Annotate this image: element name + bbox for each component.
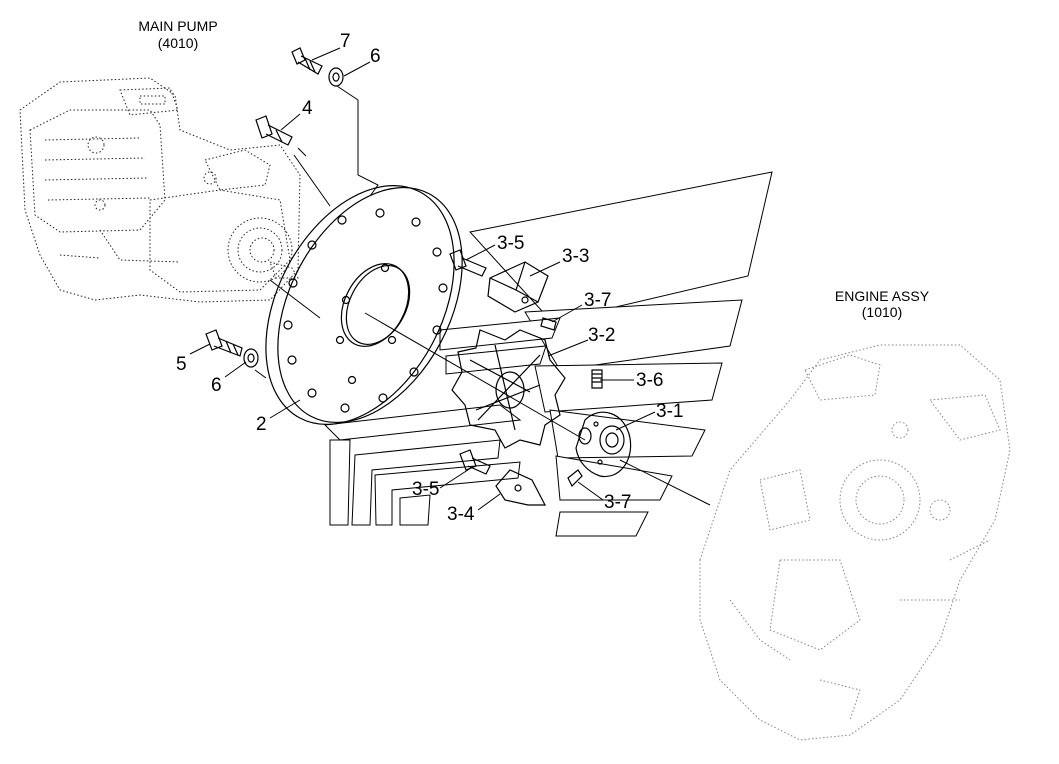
- callout-3-4: 3-4: [447, 504, 475, 525]
- flange-bolt-holes: [283, 208, 448, 413]
- callout-5: 5: [176, 354, 187, 375]
- callout-3-1: 3-1: [656, 401, 683, 422]
- callout-3-2: 3-2: [588, 325, 615, 346]
- engine-assy-name: ENGINE ASSY: [835, 288, 930, 304]
- set-screw-3-6: [591, 369, 603, 389]
- assembly-lines: [254, 85, 711, 506]
- clamp-top: [487, 261, 549, 313]
- main-pump-drawing: [19, 77, 301, 303]
- bolt-7: [291, 47, 323, 75]
- main-pump-caption: MAIN PUMP (4010): [138, 18, 217, 51]
- engine-caption: ENGINE ASSY (1010): [835, 288, 930, 320]
- callout-2: 2: [256, 414, 267, 435]
- callout-3-7-bottom: 3-7: [604, 492, 631, 513]
- callout-labels: 7 6 4 5 6 2 3-5 3-3 3-7 3-2 3-6 3-1 3-5 …: [176, 31, 683, 525]
- flange-plate: [265, 185, 463, 425]
- rubber-coupling-element: [451, 329, 566, 449]
- callout-3-7-top: 3-7: [584, 290, 611, 311]
- hub: [575, 411, 632, 478]
- main-pump-name: MAIN PUMP: [138, 18, 217, 34]
- leader-lines: [189, 47, 656, 511]
- main-pump-code: (4010): [158, 35, 198, 51]
- pin-3-7-bottom: [567, 469, 583, 488]
- engine-assy-drawing: [699, 344, 1011, 741]
- bolt-3-5-top: [449, 249, 487, 277]
- callout-6-top: 6: [370, 46, 381, 67]
- washer-6-top: [328, 67, 344, 87]
- bolt-4: [255, 115, 293, 146]
- callout-3-6: 3-6: [636, 370, 663, 391]
- clamp-bottom: [495, 469, 546, 506]
- pin-3-7-top: [540, 317, 557, 331]
- callout-3-5-bottom: 3-5: [412, 479, 439, 500]
- bolt-3-5-bottom: [459, 449, 491, 475]
- callout-3-3: 3-3: [562, 246, 589, 267]
- engine-assy-code: (1010): [862, 304, 902, 320]
- bolt-5: [205, 329, 243, 357]
- washer-6-left: [243, 348, 259, 368]
- callout-7: 7: [340, 31, 351, 52]
- callout-6-left: 6: [211, 375, 222, 396]
- callout-4: 4: [302, 98, 313, 119]
- callout-3-5-top: 3-5: [497, 233, 524, 254]
